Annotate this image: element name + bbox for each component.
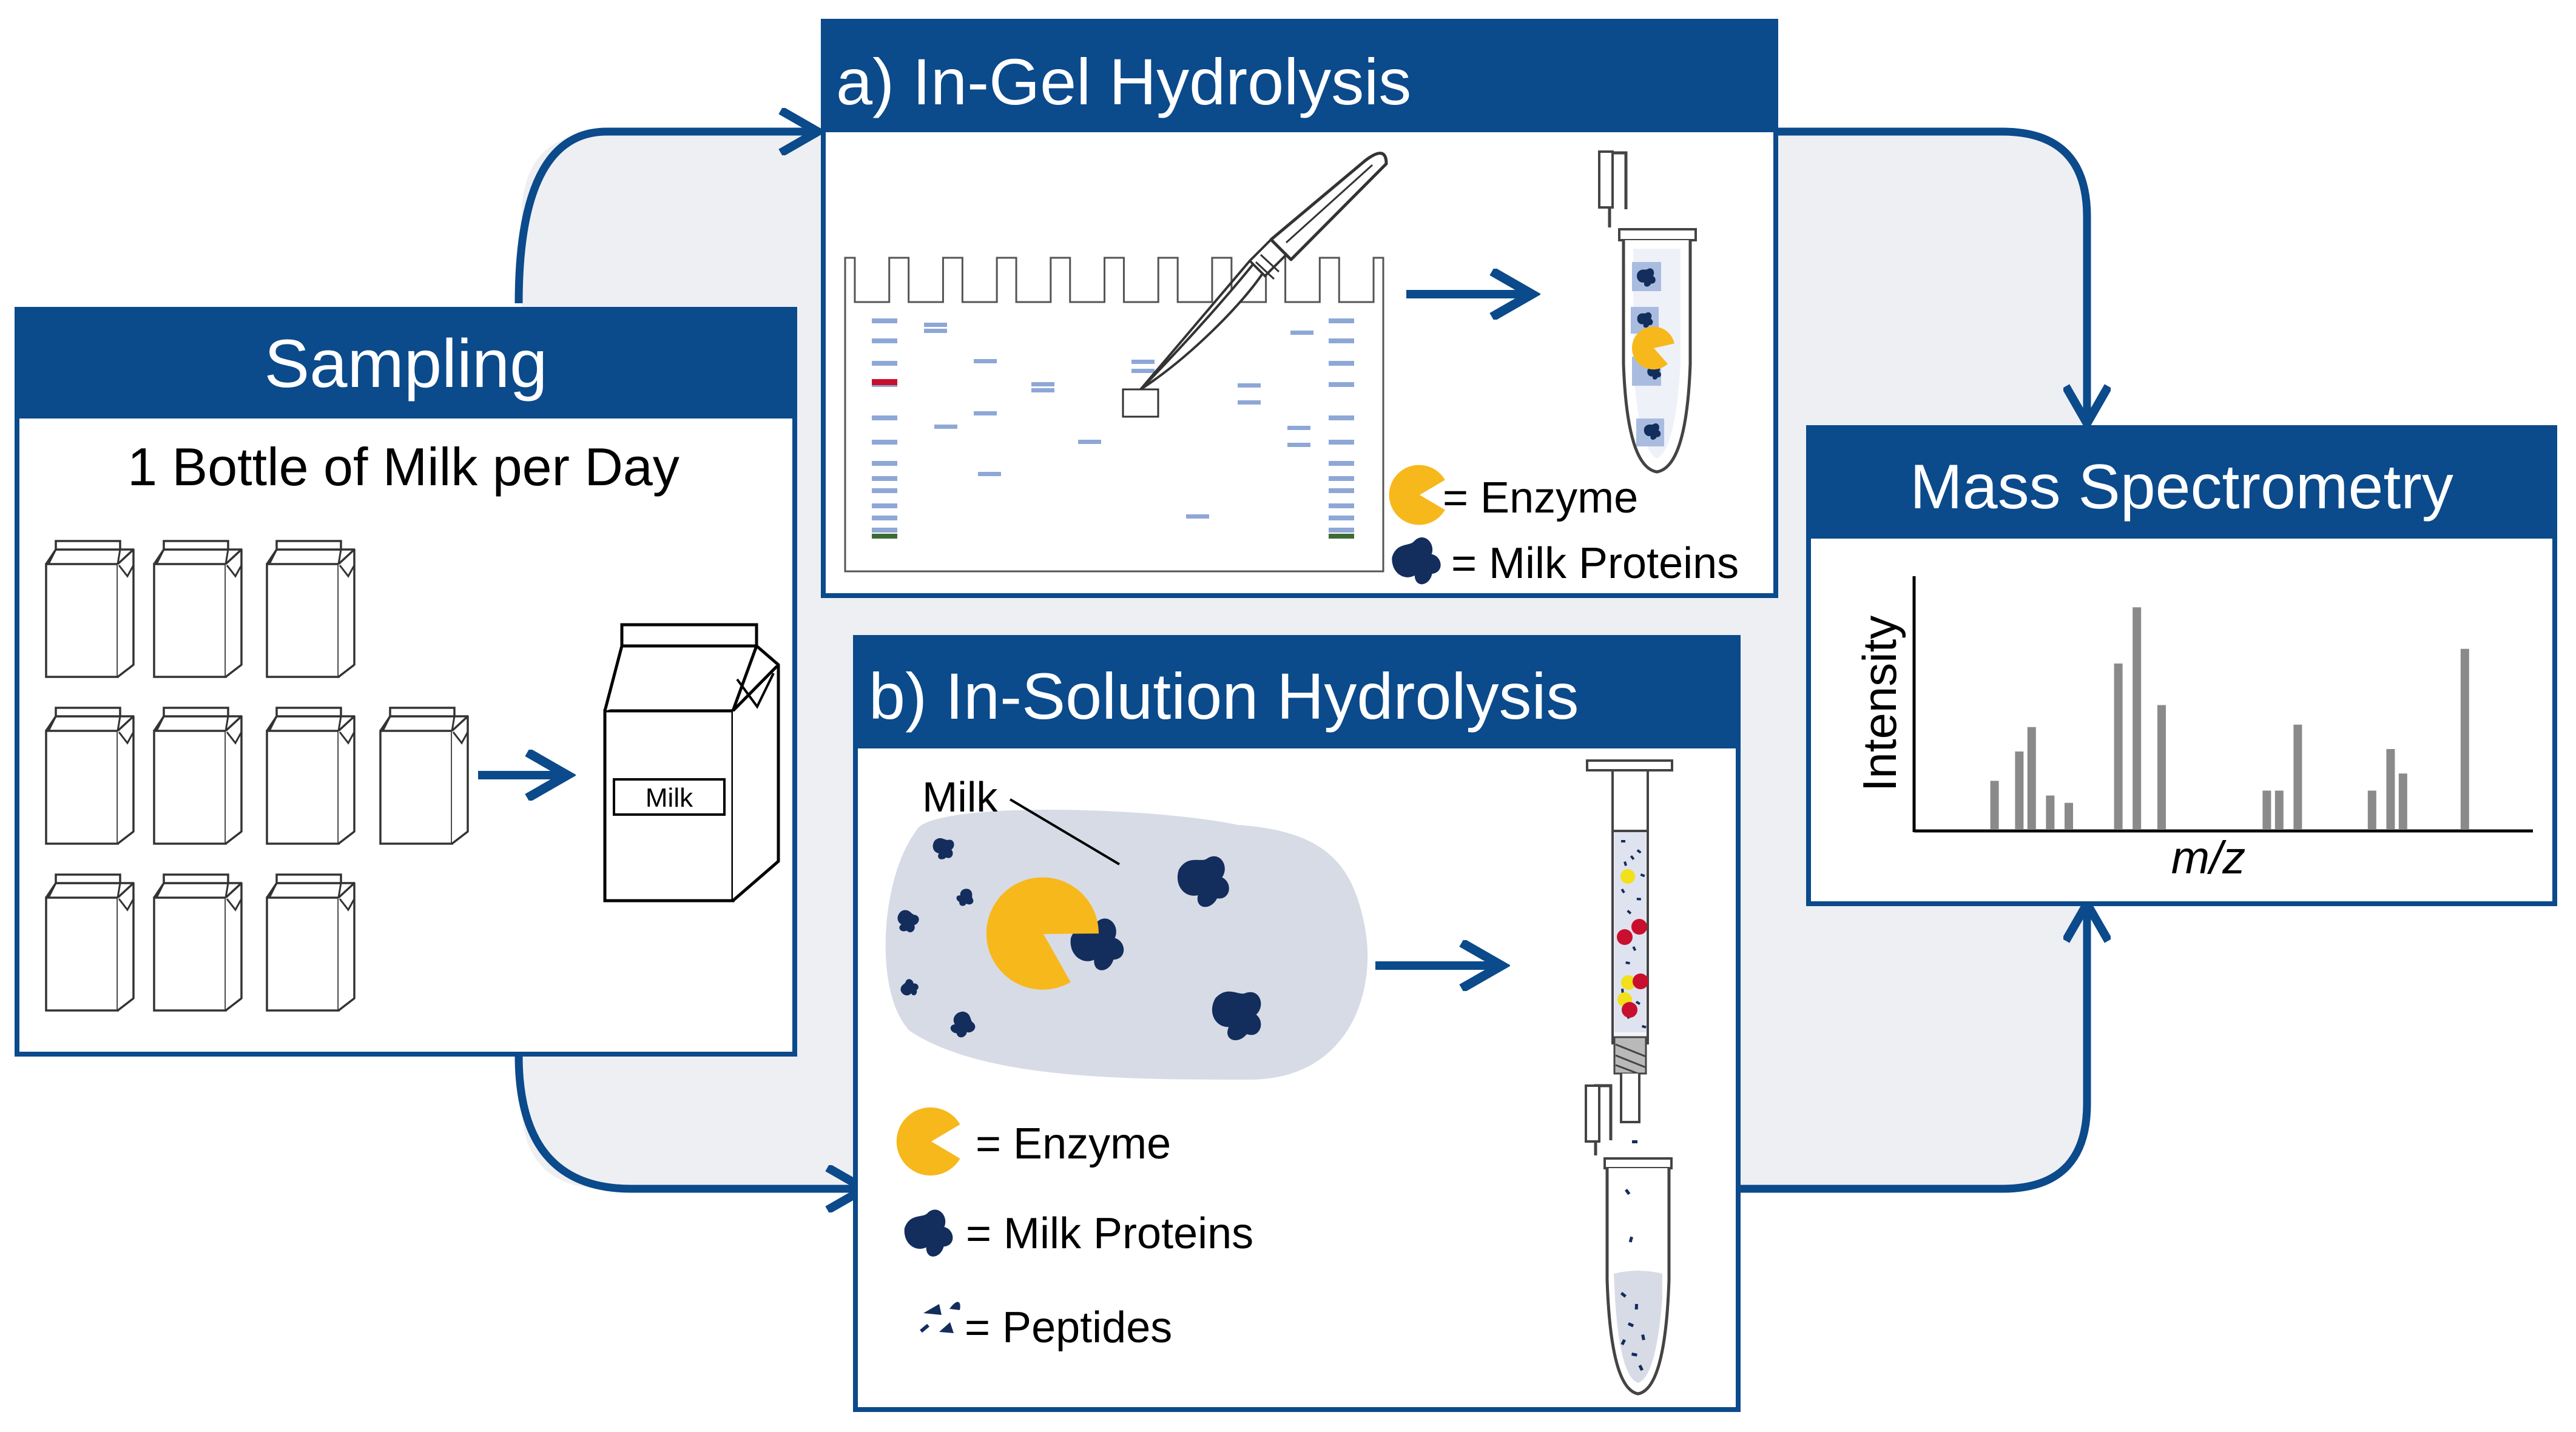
spectrum-peak — [2065, 802, 2073, 830]
milk-sample-blob — [885, 810, 1368, 1080]
spectrum-peak — [1990, 781, 1999, 830]
gel-image — [844, 257, 1384, 573]
spectrum-peak — [2386, 749, 2395, 830]
microcentrifuge-tube-icon — [1598, 150, 1697, 474]
spectrum-peak — [2015, 751, 2024, 830]
spectrum-peak — [2046, 795, 2055, 830]
in-gel-legend-proteins: = Milk Proteins — [1451, 539, 1739, 588]
arrow-sampling-to-insolution — [514, 1055, 865, 1189]
mass-spectrum-chart: Intensity m/z — [1853, 576, 2533, 884]
mass-spec-title: Mass Spectrometry — [1910, 452, 2453, 522]
large-milk-carton-icon: Milk — [603, 623, 780, 903]
in-solution-legend-enzyme: = Enzyme — [976, 1120, 1171, 1168]
spectrum-peak — [2027, 727, 2036, 830]
in-gel-legend-enzyme: = Enzyme — [1443, 474, 1638, 522]
arrow-insolution-to-massspec — [1738, 904, 2087, 1193]
spectrum-peak — [2293, 724, 2302, 830]
arrow-ingel-to-massspec — [1778, 127, 2087, 423]
milk-sample-label: Milk — [922, 773, 998, 821]
arrow-sampling-to-ingel — [514, 132, 818, 304]
spectrum-peak — [2398, 773, 2407, 830]
spectrum-peak — [2367, 790, 2376, 830]
mass-spec-panel: Mass Spectrometry Intensity m/z — [1806, 425, 2557, 906]
scalpel-icon — [1139, 152, 1388, 391]
spin-column-icon — [1585, 759, 1673, 1396]
in-solution-legend-proteins: = Milk Proteins — [966, 1209, 1253, 1258]
milk-bottle-label: Milk — [646, 783, 693, 813]
in-solution-panel: b) In-Solution Hydrolysis Milk — [853, 635, 1741, 1412]
in-gel-title: a) In-Gel Hydrolysis — [836, 45, 1411, 118]
sampling-title: Sampling — [265, 326, 548, 402]
in-gel-panel: a) In-Gel Hydrolysis — [821, 19, 1778, 598]
peptide-icon — [920, 1302, 960, 1333]
in-solution-legend-peptides: = Peptides — [965, 1303, 1172, 1352]
spectrum-peak — [2460, 648, 2469, 830]
spectrum-peak — [2114, 663, 2123, 830]
chart-y-label: Intensity — [1853, 616, 1906, 792]
spectrum-peak — [2157, 705, 2166, 830]
spectrum-peak — [2274, 790, 2284, 830]
in-solution-title: b) In-Solution Hydrolysis — [869, 659, 1579, 733]
spectrum-peak — [2262, 790, 2271, 830]
spectrum-peak — [2133, 607, 2142, 830]
sampling-subtitle: 1 Bottle of Milk per Day — [127, 437, 679, 497]
chart-x-label: m/z — [2171, 832, 2245, 884]
sampling-panel: Sampling 1 Bottle of Milk per Day Milk — [15, 307, 797, 1057]
